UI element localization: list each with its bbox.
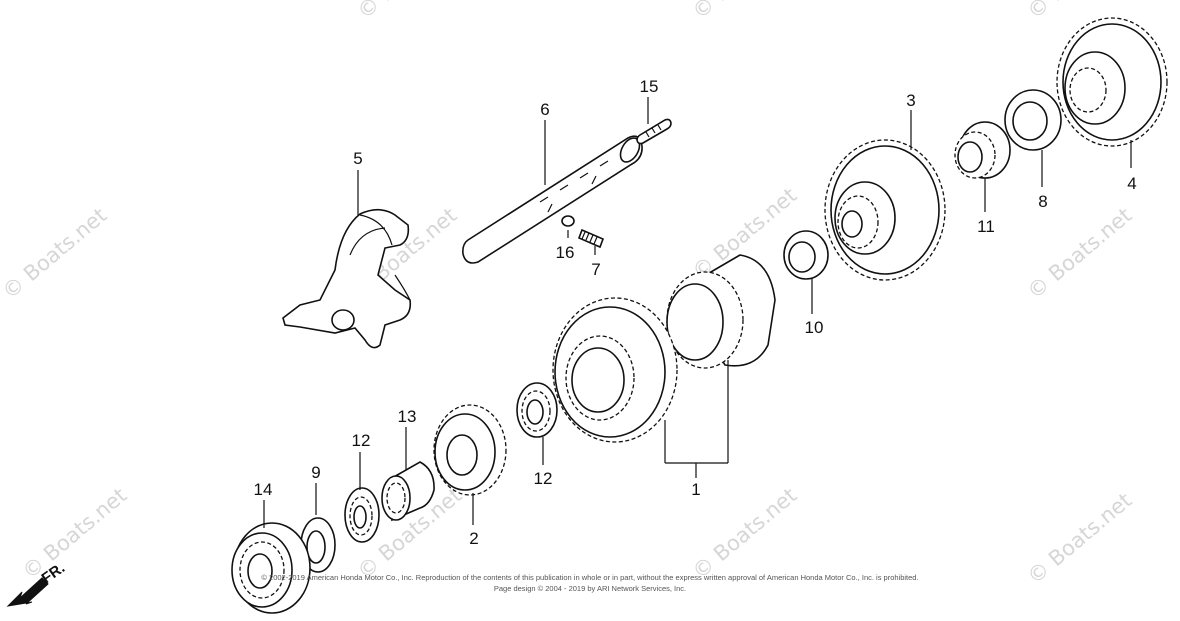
part-label-1: 1 xyxy=(691,480,700,499)
copyright-line-2: Page design © 2004 - 2019 by ARI Network… xyxy=(494,584,686,593)
part-label-12: 12 xyxy=(352,431,371,450)
watermark: © Boats.net xyxy=(0,203,111,304)
part-label-13: 13 xyxy=(398,407,417,426)
watermark: © Boats.net xyxy=(353,0,467,24)
part-label-12: 12 xyxy=(534,469,553,488)
part-label-7: 7 xyxy=(591,260,600,279)
part-label-9: 9 xyxy=(311,463,320,482)
part-12-thrust-bearing-upper xyxy=(516,382,558,438)
part-14-ball-bearing xyxy=(231,522,311,614)
part-label-16: 16 xyxy=(556,243,575,262)
part-label-6: 6 xyxy=(540,100,549,119)
direction-arrow-icon xyxy=(6,577,49,607)
part-11-needle-bearing xyxy=(954,121,1011,179)
part-7-spring xyxy=(577,228,605,249)
part-10-washer xyxy=(783,230,829,280)
part-label-11: 11 xyxy=(977,217,995,236)
part-4-gear xyxy=(1056,17,1168,147)
copyright-footer: © 2002-2019 American Honda Motor Co., In… xyxy=(261,573,918,593)
part-12-thrust-bearing-lower xyxy=(344,487,380,543)
watermark: © Boats.net xyxy=(688,483,802,584)
part-8-washer xyxy=(1004,89,1062,151)
part-1-gear-assembly xyxy=(552,254,776,443)
part-label-4: 4 xyxy=(1127,174,1136,193)
part-label-10: 10 xyxy=(805,318,824,337)
watermark: © Boats.net xyxy=(1023,488,1137,589)
watermark: © Boats.net xyxy=(688,0,802,24)
part-label-14: 14 xyxy=(254,480,273,499)
part-5-shift-fork xyxy=(282,208,412,349)
part-labels: 6 5 15 16 7 3 4 8 11 10 1 12 2 13 12 9 1… xyxy=(254,77,1137,548)
part-2-small-gear xyxy=(433,404,507,496)
part-label-15: 15 xyxy=(640,77,659,96)
watermark-layer: © Boats.net © Boats.net © Boats.net © Bo… xyxy=(0,0,1136,589)
part-16-ball xyxy=(561,215,575,227)
part-label-3: 3 xyxy=(906,91,915,110)
part-13-needle-bearing xyxy=(381,461,435,522)
part-label-8: 8 xyxy=(1038,192,1047,211)
watermark: © Boats.net xyxy=(18,483,132,584)
part-3-gear xyxy=(824,139,946,281)
copyright-line-1: © 2002-2019 American Honda Motor Co., In… xyxy=(261,573,918,582)
part-6-shaft xyxy=(462,135,643,264)
leader-lines xyxy=(263,97,1132,528)
part-15-pin xyxy=(636,118,672,145)
part-label-5: 5 xyxy=(353,149,362,168)
part-label-2: 2 xyxy=(469,529,478,548)
watermark: © Boats.net xyxy=(1023,203,1137,304)
